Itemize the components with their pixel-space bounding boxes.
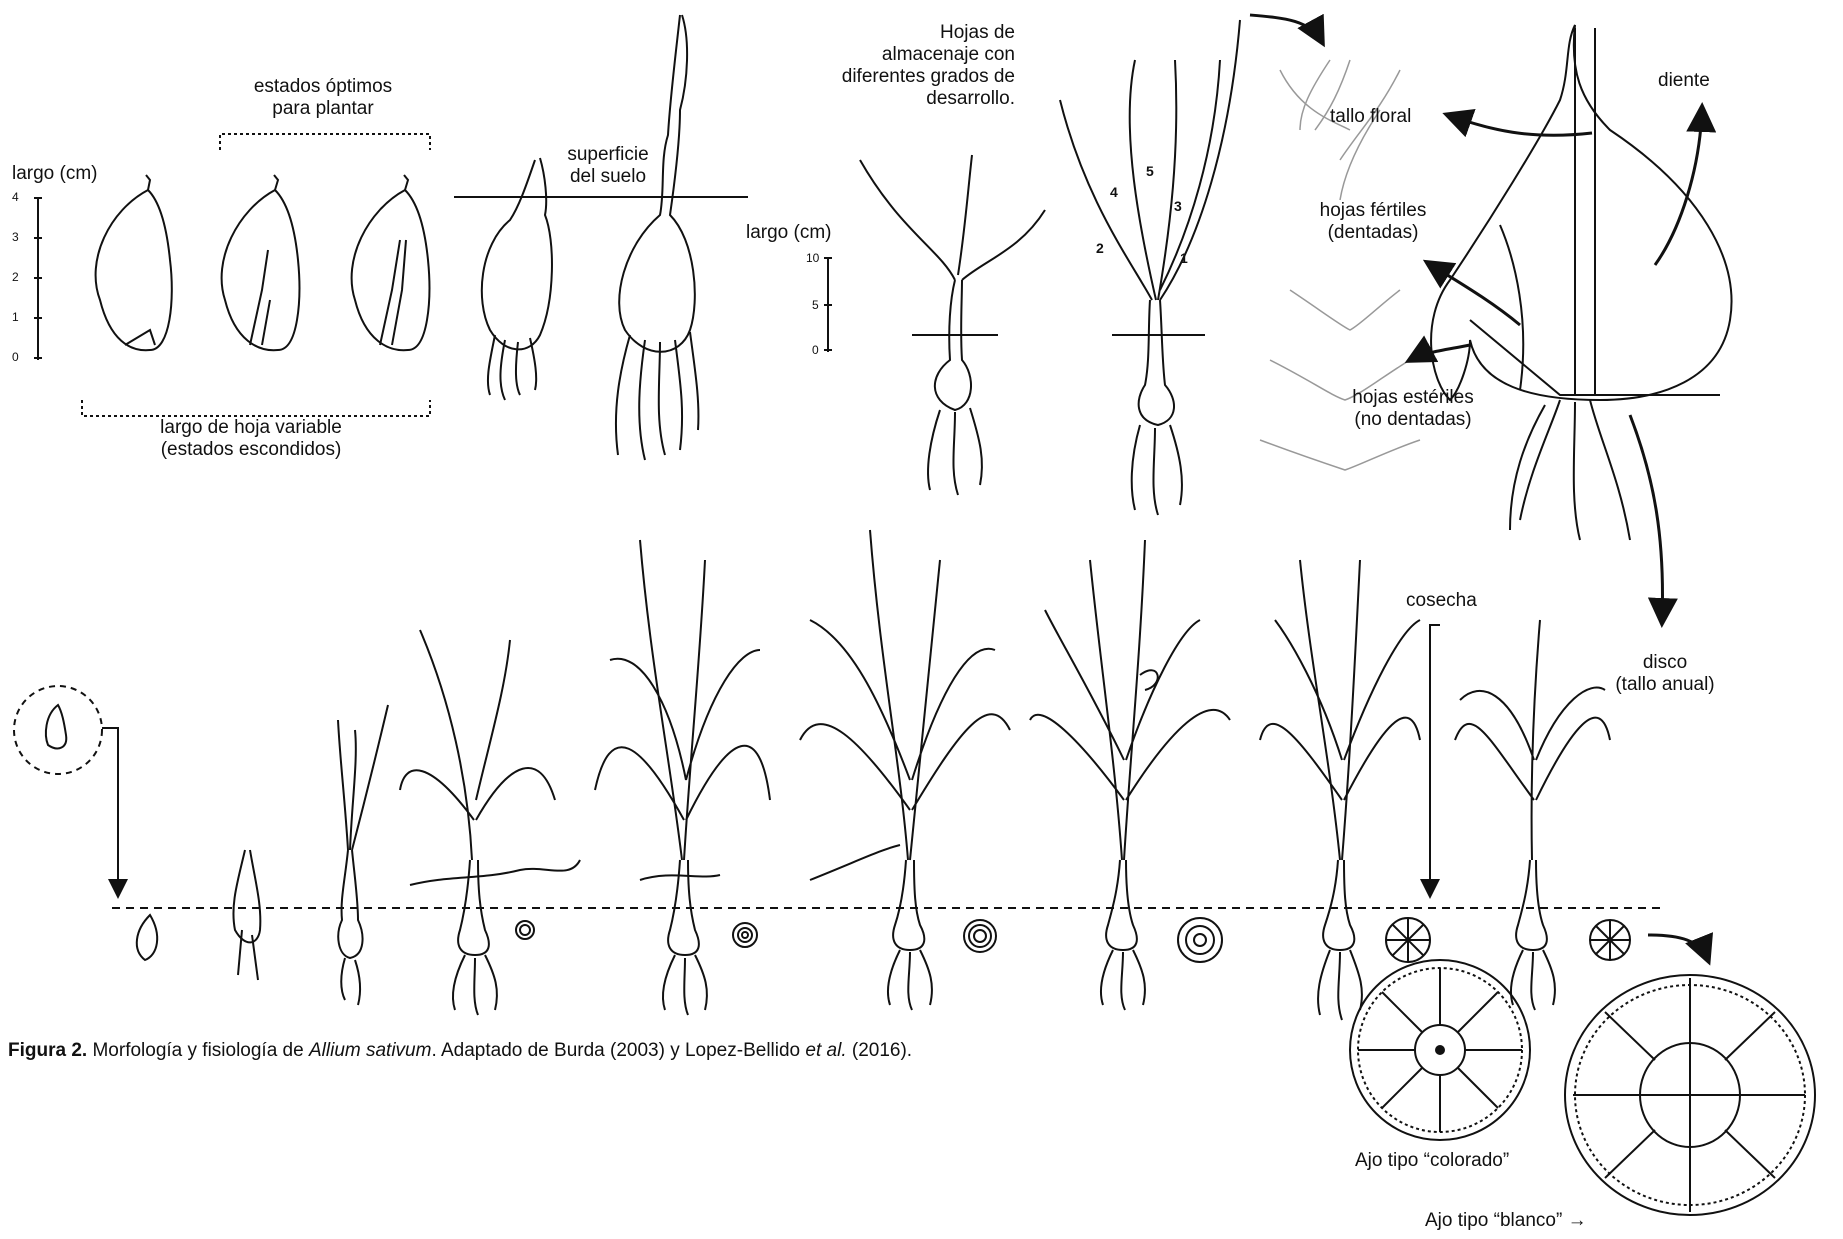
growth-stage-8: [1260, 560, 1430, 1020]
disc-label: disco (tallo anual): [1600, 652, 1730, 696]
clove-detail-circle: [14, 686, 102, 774]
caption-text-2: . Adaptado de Burda (2003) y Lopez-Belli…: [431, 1040, 805, 1061]
sprouted-clove-1: [482, 158, 552, 400]
curved-arrow-bottom: [1648, 935, 1708, 960]
clove-stage-1: [96, 175, 172, 350]
growth-stage-7: [1030, 540, 1230, 1010]
axis1-tick-0: 0: [12, 350, 19, 364]
arrow-disc: [1630, 415, 1663, 622]
bulb-colorado-section: [1350, 960, 1530, 1140]
harvest-label: cosecha: [1406, 590, 1477, 612]
garlic-white-label: Ajo tipo “blanco” →: [1425, 1210, 1587, 1232]
leaf-number-2: 2: [1096, 240, 1104, 256]
axis1-tick-3: 3: [12, 230, 19, 244]
figure-caption: Figura 2. Morfología y fisiología de All…: [8, 1040, 912, 1062]
axis2-tick-5: 5: [812, 298, 819, 312]
caption-species: Allium sativum: [309, 1040, 431, 1061]
axis1-tick-4: 4: [12, 190, 19, 204]
optimal-bracket: [220, 134, 430, 150]
seedling-large: [1060, 20, 1240, 515]
length-axis-label-2: largo (cm): [746, 222, 832, 244]
variable-leaf-label: largo de hoja variable (estados escondid…: [136, 417, 366, 461]
growth-stage-1: [137, 915, 157, 960]
length-axis-label-1: largo (cm): [12, 163, 98, 185]
tooth-label: diente: [1658, 70, 1710, 92]
caption-etal: et al.: [805, 1040, 846, 1061]
curved-arrow-top: [1250, 15, 1322, 42]
axis1-tick-2: 2: [12, 270, 19, 284]
leaf-number-3: 3: [1174, 198, 1182, 214]
sterile-leaves-label: hojas estériles (no dentadas): [1338, 387, 1488, 431]
growth-stage-4: [400, 630, 580, 1015]
arrow-sterile-leaves: [1410, 345, 1470, 360]
harvest-marker: [1430, 625, 1440, 895]
planting-arrow: [102, 728, 118, 895]
fertile-leaves-label: hojas fértiles (dentadas): [1298, 200, 1448, 244]
axis2-tick-0: 0: [812, 343, 819, 357]
axis-length-1: [34, 198, 42, 360]
axis2-tick-10: 10: [806, 251, 819, 265]
floral-stem-label: tallo floral: [1330, 106, 1411, 128]
bulb-blanco-section: [1565, 975, 1815, 1215]
arrow-floral-stem: [1448, 115, 1592, 135]
optimal-states-label: estados óptimos para plantar: [238, 76, 408, 120]
leaf-number-4: 4: [1110, 184, 1118, 200]
garlic-red-label: Ajo tipo “colorado”: [1355, 1150, 1509, 1172]
caption-prefix: Figura 2.: [8, 1040, 87, 1061]
growth-stage-3: [338, 705, 388, 1005]
caption-text-1: Morfología y fisiología de: [87, 1040, 309, 1061]
seedling-small: [860, 155, 1045, 495]
growth-stage-6: [800, 530, 1010, 1010]
axis1-tick-1: 1: [12, 310, 19, 324]
clove-stage-3: [352, 175, 430, 350]
clove-stage-2: [222, 175, 300, 350]
storage-leaves-label: Hojas de almacenaje con diferentes grado…: [790, 22, 1015, 110]
leaf-number-1: 1: [1180, 250, 1188, 266]
variable-leaf-bracket: [82, 400, 430, 416]
leaf-number-5: 5: [1146, 163, 1154, 179]
soil-surface-label: superficie del suelo: [548, 144, 668, 188]
growth-stage-5: [595, 540, 770, 1015]
clove-detail: [46, 705, 66, 748]
caption-text-3: (2016).: [847, 1040, 912, 1061]
bulb-cross-section: [1431, 25, 1731, 540]
sprouted-clove-2: [616, 15, 699, 460]
axis-length-2: [824, 258, 832, 352]
growth-stage-2: [233, 850, 260, 980]
